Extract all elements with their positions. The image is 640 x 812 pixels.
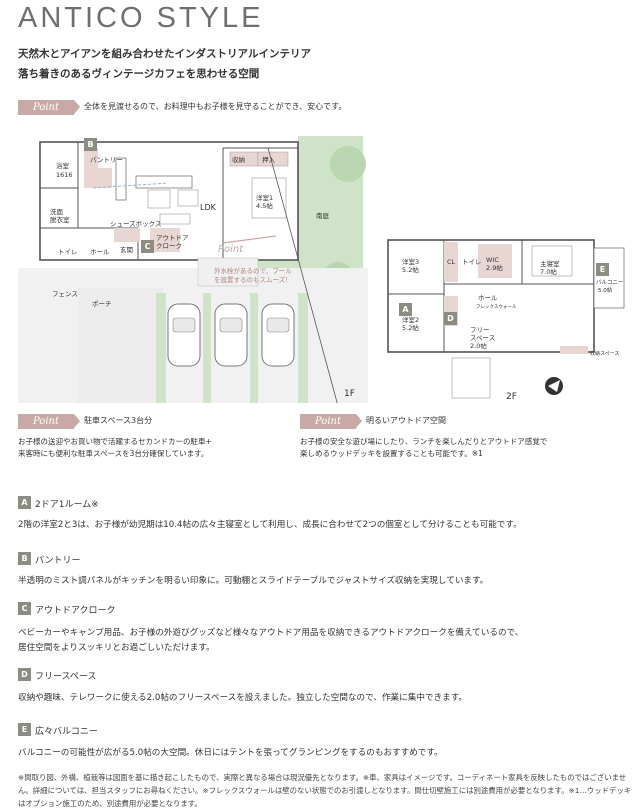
section-c-badge: C <box>18 602 31 615</box>
1f-callout-line-1: 外水栓があるので、プール <box>214 266 292 275</box>
2f-free-label: フリー <box>470 326 490 334</box>
1f-garden-label: 南庭 <box>316 211 330 220</box>
1f-fence-label: フェンス <box>52 290 78 298</box>
1f-point-script: Point <box>218 244 244 255</box>
2f-w3-size: 5.2帖 <box>402 265 419 274</box>
1f-porch-label: ポーチ <box>92 300 112 308</box>
2f-legend-label: 収納スペース <box>590 350 619 357</box>
badge-d-plan: D <box>444 312 457 325</box>
2f-hall-label: ホール <box>478 294 498 302</box>
2f-w2-label: 洋室2 <box>402 315 419 324</box>
1f-ldk-label: LDK <box>200 203 217 212</box>
section-e-title: 広々バルコニー <box>35 727 98 737</box>
footnote: ※間取り図、外構、植栽等は図面を基に描き起こしたもので、実際と異なる場合は現況優… <box>18 773 632 808</box>
badge-a-plan: A <box>399 303 412 316</box>
1f-shoes-label: シューズボックス <box>110 219 161 228</box>
2f-master-label: 主寝室 <box>540 259 560 268</box>
2f-w3-label: 洋室3 <box>402 257 419 266</box>
2f-balcony-size: 5.0帖 <box>598 286 613 294</box>
2f-master-size: 7.0帖 <box>540 267 557 276</box>
section-a-body: 2階の洋室2と3は、お子様が幼児期は10.4帖の広々主寝室として利用し、成長に合… <box>18 520 522 530</box>
point-parking-title: 駐車スペース3台分 <box>84 416 153 425</box>
1f-western1-label: 洋室1 <box>256 193 273 202</box>
badge-c-plan: C <box>141 240 154 253</box>
floor-plan-2f: 洋室3 5.2帖 洋室2 5.2帖 CL トイレ WIC 2.9帖 主寝室 7.… <box>387 239 625 402</box>
floor-plan-1f: パントリー 浴室 1616 洗面 脱衣室 トイレ ホール 玄関 シューズボックス… <box>18 136 368 403</box>
section-e-body: バルコニーの可能性が広がる5.0帖の大空間。休日にはテントを張ってグランピングを… <box>18 748 443 758</box>
2f-flex-label: フレックスウォール <box>476 303 517 310</box>
2f-free-size: 2.0帖 <box>470 341 487 350</box>
point-tag-parking: Point <box>18 414 80 429</box>
point-parking-text-2: 来客時にも便利な駐車スペースを3台分確保しています。 <box>18 449 209 458</box>
section-a-title: 2ドア1ルーム※ <box>35 500 99 510</box>
1f-floor-label: 1F <box>344 389 355 399</box>
badge-e-plan: E <box>596 263 609 276</box>
1f-western1-size: 4.5帖 <box>256 201 273 210</box>
1f-bath-size: 1616 <box>56 171 73 179</box>
section-d-badge: D <box>18 668 31 681</box>
2f-wic-label: WIC <box>486 256 499 264</box>
2f-wic-size: 2.9帖 <box>486 263 503 272</box>
section-e-badge: E <box>18 723 31 736</box>
1f-wash-label: 洗面 <box>50 207 64 216</box>
page-title: ANTICO STYLE <box>18 2 264 34</box>
1f-callout-line-2: を設置するのもスムーズ！ <box>214 275 292 284</box>
section-b-body: 半透明のミスト調パネルがキッチンを明るい印象に。可動棚とスライドテーブルでジャス… <box>18 576 489 586</box>
point-tag-top: Point <box>18 100 80 115</box>
section-a-badge: A <box>18 496 31 509</box>
point-parking-text-1: お子様の送迎やお買い物で活躍するセカンドカーの駐車+ <box>18 437 212 446</box>
subtitle-line-1: 天然木とアイアンを組み合わせたインダストリアルインテリア <box>18 48 311 60</box>
section-c-title: アウトドアクローク <box>35 606 116 616</box>
1f-toilet-label: トイレ <box>58 248 78 256</box>
2f-toilet-label: トイレ <box>462 258 482 266</box>
1f-dressing-label: 脱衣室 <box>50 215 70 224</box>
section-b-badge: B <box>18 552 31 565</box>
section-c-body-1: ベビーカーやキャンプ用品、お子様の外遊びグッズなど様々なアウトドア用品を収納でき… <box>18 628 524 638</box>
subtitle-line-2: 落ち着きのあるヴィンテージカフェを思わせる空間 <box>18 68 260 80</box>
2f-w2-size: 5.2帖 <box>402 323 419 332</box>
section-d-body: 収納や趣味、テレワークに使える2.0帖のフリースペースを設えました。独立した空間… <box>18 693 468 703</box>
2f-floor-label: 2F <box>506 392 517 402</box>
2f-cl-label: CL <box>447 258 456 266</box>
section-d-title: フリースペース <box>35 672 97 682</box>
1f-outdoor-label: アウトドア <box>156 234 189 242</box>
1f-storage-label: 収納 <box>232 155 245 164</box>
badge-b-plan: B <box>84 138 97 151</box>
north-compass-icon <box>545 377 563 395</box>
1f-cloak-label: クローク <box>156 242 182 250</box>
1f-entrance-label: 玄関 <box>120 245 133 254</box>
1f-hall-label: ホール <box>90 248 110 256</box>
point-top-text: 全体を見渡せるので、お料理中もお子様を見守ることができ、安心です。 <box>84 102 347 111</box>
2f-free2-label: スペース <box>470 334 495 342</box>
2f-balcony-label: バルコニー <box>596 279 623 286</box>
point-outdoor-title: 明るいアウトドア空間 <box>366 416 446 425</box>
point-tag-outdoor: Point <box>300 414 362 429</box>
section-b-title: パントリー <box>35 556 81 566</box>
1f-bath-label: 浴室 <box>56 161 70 170</box>
section-c-body-2: 居住空間をよりスッキリとお過ごしいただけます。 <box>18 643 215 653</box>
1f-closet-label: 押入 <box>262 155 276 164</box>
1f-pantry-label: パントリー <box>90 156 123 164</box>
point-outdoor-text-1: お子様の安全な遊び場にしたり、ランチを楽しんだりとアウトドア感覚で <box>300 437 548 446</box>
point-outdoor-text-2: 楽しめるウッドデッキを設置することも可能です。※1 <box>300 449 483 458</box>
